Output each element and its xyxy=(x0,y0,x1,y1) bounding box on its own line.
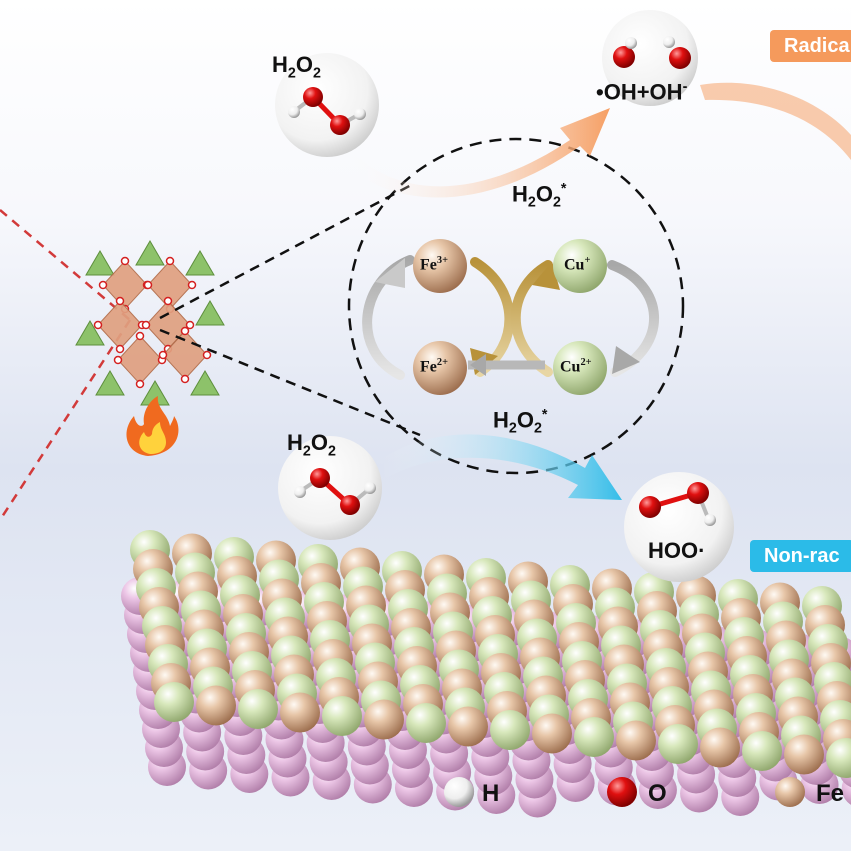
h2o2-star-label-bottom: H2O2* xyxy=(493,407,548,437)
legend-h-atom-icon xyxy=(444,777,474,807)
active-site-dashed-circle xyxy=(347,137,685,475)
cu2-ion-label: Cu2+ xyxy=(560,357,592,376)
nonradical-pathway-arrow xyxy=(380,434,622,500)
fe2-ion-label: Fe2+ xyxy=(420,357,448,376)
fe3-ion-sphere xyxy=(413,239,467,293)
catalyst-crystal-icon xyxy=(75,240,225,406)
oh-product-label: •OH+OH- xyxy=(596,79,688,105)
catalyst-surface-slab xyxy=(121,530,851,818)
h2o2-label-top: H2O2 xyxy=(272,52,321,82)
cu1-ion-sphere xyxy=(553,239,607,293)
radical-pathway-tag: Radica xyxy=(770,30,851,62)
hoo-product-label: HOO· xyxy=(648,538,706,563)
flame-icon xyxy=(126,396,179,456)
radical-pathway-arrow xyxy=(345,108,610,198)
legend-h-label: H xyxy=(482,780,500,807)
cu2-ion-sphere xyxy=(553,341,607,395)
cross-arrows xyxy=(468,354,545,376)
radical-continuation-arrow xyxy=(700,82,851,160)
h2o2-label-bottom: H2O2 xyxy=(287,430,336,460)
oh-molecule-top xyxy=(602,10,698,106)
h2o2-molecule-bottom xyxy=(278,436,382,540)
h2o2-star-label-top: H2O2* xyxy=(512,181,567,211)
cu1-ion-label: Cu+ xyxy=(564,255,591,274)
hoo-molecule xyxy=(624,472,734,582)
legend-fe-atom-icon xyxy=(775,777,805,807)
black-dashed-connectors xyxy=(159,181,421,437)
fe3-ion-label: Fe3+ xyxy=(420,255,448,274)
legend-fe-label: Fe xyxy=(816,780,845,807)
fe2-ion-sphere xyxy=(413,341,467,395)
red-dashed-lines xyxy=(0,209,132,521)
h2o2-molecule-top xyxy=(275,53,379,157)
legend-o-atom-icon xyxy=(607,777,637,807)
legend-o-label: O xyxy=(648,780,667,807)
nonradical-pathway-tag: Non-rac xyxy=(750,540,851,572)
